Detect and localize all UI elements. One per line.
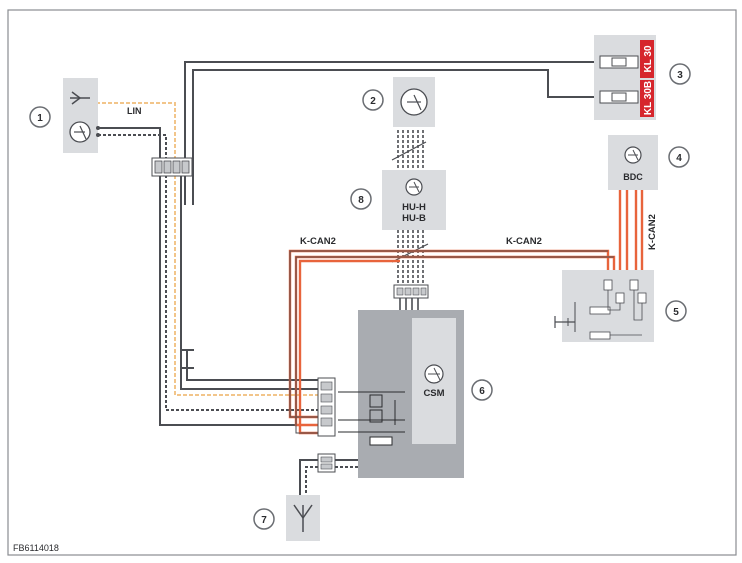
kl30-label: KL 30 — [643, 45, 654, 72]
lin-wire — [90, 102, 176, 160]
svg-text:4: 4 — [676, 153, 682, 164]
callout-4: 4 — [668, 146, 690, 168]
callout-5: 5 — [665, 300, 687, 322]
head-unit-8: HU-H HU-B — [382, 170, 446, 230]
svg-text:2: 2 — [370, 96, 376, 107]
kl30b-wire — [192, 69, 600, 205]
csm-side-connectors — [317, 377, 336, 473]
csm-module: CSM — [338, 310, 464, 478]
figure-id: FB6114018 — [13, 543, 59, 553]
module-2 — [393, 77, 435, 127]
bdc-module: BDC — [608, 135, 658, 190]
callout-2: 2 — [362, 89, 384, 111]
inline-connector-1 — [151, 157, 193, 177]
callout-1: 1 — [29, 106, 51, 128]
svg-text:5: 5 — [673, 307, 679, 318]
hu-b-label: HU-B — [402, 213, 426, 224]
module-1 — [63, 78, 100, 153]
svg-text:3: 3 — [677, 70, 683, 81]
kl30-label-bg — [640, 40, 654, 78]
kl30b-label: KL 30B — [643, 81, 654, 115]
csm-top-connector — [393, 284, 429, 299]
callouts: 1 2 3 4 5 6 7 8 — [29, 63, 691, 530]
svg-text:6: 6 — [479, 386, 485, 397]
module-5 — [554, 270, 654, 342]
kcan2-right-label: K-CAN2 — [647, 214, 658, 250]
callout-8: 8 — [350, 188, 372, 210]
callout-7: 7 — [253, 508, 275, 530]
antenna-7 — [286, 495, 320, 541]
svg-text:8: 8 — [358, 195, 364, 206]
fuse-box-3: KL 30 KL 30B — [594, 35, 656, 120]
csm-label: CSM — [423, 388, 444, 399]
kcan2-left-label: K-CAN2 — [300, 236, 336, 247]
wires — [90, 61, 644, 495]
svg-text:1: 1 — [37, 113, 43, 124]
hu-h-label: HU-H — [402, 202, 426, 213]
kcan2-mid-label: K-CAN2 — [506, 236, 542, 247]
callout-6: 6 — [471, 379, 493, 401]
kl30b-label-bg — [640, 80, 654, 117]
callout-3: 3 — [669, 63, 691, 85]
lin-label: LIN — [127, 106, 142, 116]
kl30-wire — [184, 61, 600, 205]
svg-text:7: 7 — [261, 515, 267, 526]
bdc-label: BDC — [623, 172, 643, 182]
